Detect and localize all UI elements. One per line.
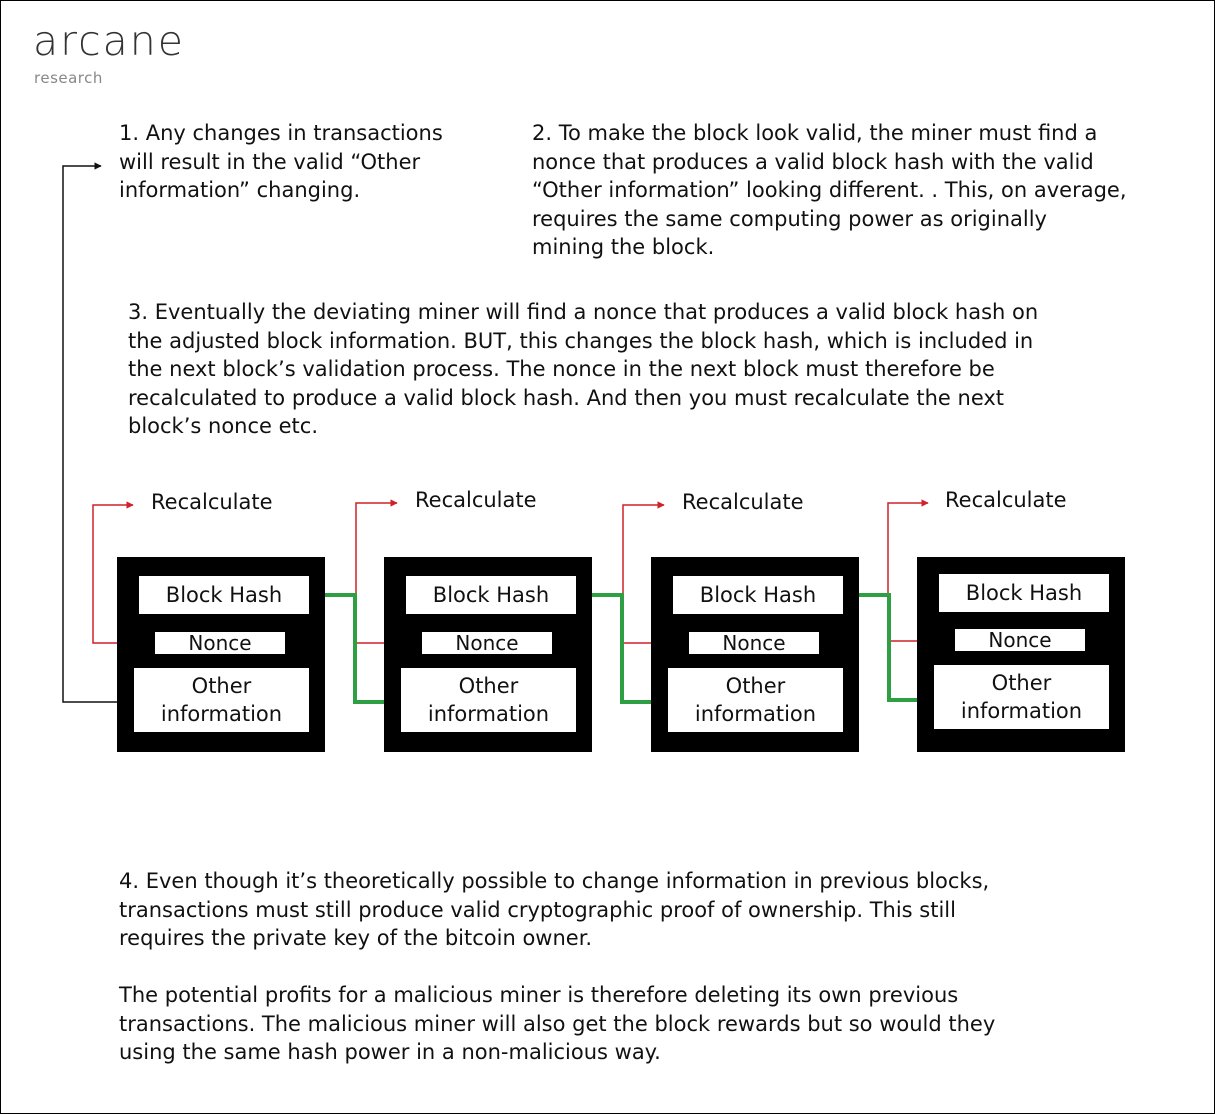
hash-link-arrow-3 <box>843 593 933 707</box>
hash-link-arrow-2 <box>576 593 666 709</box>
recalculate-label-4: Recalculate <box>945 488 1067 512</box>
logo-wordmark: arcane <box>33 17 185 65</box>
block-2: Block Hash Nonce Other information <box>384 557 592 752</box>
block-4: Block Hash Nonce Other information <box>917 557 1125 752</box>
recalculate-label-2: Recalculate <box>415 488 537 512</box>
step-4-text: 4. Even though it’s theoretically possib… <box>119 869 990 950</box>
block-1: Block Hash Nonce Other information <box>117 557 325 752</box>
block-hash-field: Block Hash <box>406 576 576 614</box>
block-hash-field: Block Hash <box>939 574 1109 612</box>
nonce-field: Nonce <box>422 631 552 655</box>
step-3-text: 3. Eventually the deviating miner will f… <box>128 300 1039 438</box>
step-2-text: 2. To make the block look valid, the min… <box>532 121 1127 259</box>
block-hash-field: Block Hash <box>139 576 309 614</box>
recalculate-label-3: Recalculate <box>682 490 804 514</box>
nonce-field: Nonce <box>689 631 819 655</box>
step-1-text: 1. Any changes in transactions will resu… <box>119 121 443 202</box>
block-3: Block Hash Nonce Other information <box>651 557 859 752</box>
other-information-field: Other information <box>668 668 843 732</box>
block-hash-field: Block Hash <box>673 576 843 614</box>
other-information-field: Other information <box>934 665 1109 729</box>
recalculate-label-1: Recalculate <box>151 490 273 514</box>
other-information-field: Other information <box>134 668 309 732</box>
other-information-field: Other information <box>401 668 576 732</box>
logo-subtitle: research <box>34 69 103 87</box>
conclusion-text: The potential profits for a malicious mi… <box>119 983 996 1064</box>
nonce-field: Nonce <box>155 631 285 655</box>
hash-link-arrow-1 <box>309 593 399 709</box>
nonce-field: Nonce <box>955 628 1085 652</box>
feedback-arrow <box>62 162 134 703</box>
